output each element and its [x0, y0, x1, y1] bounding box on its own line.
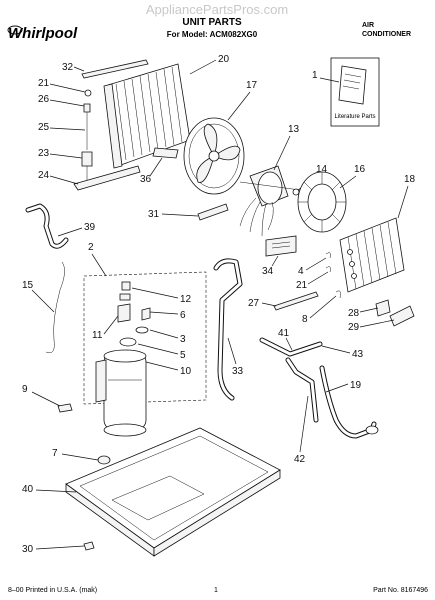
model-label: For Model: ACM082XG0 — [167, 30, 258, 39]
whirlpool-logo: Whirlpool — [7, 25, 78, 42]
callout-9: 9 — [22, 384, 28, 395]
watermark: AppliancePartsPros.com — [146, 2, 288, 17]
callout-28: 28 — [348, 308, 360, 319]
callout-5: 5 — [180, 350, 186, 361]
callout-43: 43 — [352, 349, 364, 360]
bracket-29 — [389, 305, 415, 327]
callout-18: 18 — [404, 174, 416, 185]
print-info: 8–00 Printed in U.S.A. (mak) — [8, 587, 97, 594]
sheet-title: UNIT PARTS — [182, 17, 242, 28]
callout-20: 20 — [218, 54, 230, 65]
callout-42: 42 — [294, 454, 306, 465]
thermistor — [273, 291, 319, 311]
callout-1: 1 — [312, 70, 318, 81]
callout-6: 6 — [180, 310, 186, 321]
callout-10: 10 — [180, 366, 192, 377]
callout-39: 39 — [84, 222, 96, 233]
callout-30: 30 — [22, 544, 34, 555]
category-line-1: AIR — [362, 22, 374, 29]
condenser-coil — [103, 63, 191, 169]
fan-bracket — [152, 147, 179, 159]
callout-41: 41 — [278, 328, 290, 339]
compressor-group-box — [83, 271, 207, 405]
callout-34: 34 — [262, 266, 274, 277]
callout-23: 23 — [38, 148, 50, 159]
callout-31: 31 — [148, 209, 160, 220]
blower-wheel — [297, 171, 347, 233]
callout-21-top: 21 — [38, 78, 50, 89]
page-number: 1 — [214, 587, 218, 594]
part-number: Part No. 8167496 — [373, 587, 428, 594]
callout-21-mid: 21 — [296, 280, 308, 291]
terminal-clip — [57, 403, 73, 413]
callout-40: 40 — [22, 484, 34, 495]
coil-top-strip — [81, 59, 149, 79]
callout-12: 12 — [180, 294, 192, 305]
callout-16: 16 — [354, 164, 366, 175]
brand-name: Whirlpool — [8, 25, 78, 42]
callout-13: 13 — [288, 124, 300, 135]
compressor-small-parts — [117, 281, 151, 347]
callout-19: 19 — [350, 380, 362, 391]
condenser-fan-blade — [183, 117, 245, 195]
callout-33: 33 — [232, 366, 244, 377]
callout-26: 26 — [38, 94, 50, 105]
callout-7: 7 — [52, 448, 58, 459]
grommet — [97, 455, 111, 465]
control-board — [265, 235, 297, 257]
base-screw — [83, 541, 95, 551]
clip-8 — [335, 290, 341, 299]
callout-29: 29 — [348, 322, 360, 333]
compressor — [95, 349, 147, 437]
callout-15: 15 — [22, 280, 34, 291]
callout-24: 24 — [38, 170, 50, 181]
callout-8: 8 — [302, 314, 308, 325]
callout-17: 17 — [246, 80, 258, 91]
base-pan — [65, 427, 281, 557]
bracket-28 — [375, 299, 391, 317]
callout-32: 32 — [62, 62, 74, 73]
callout-3: 3 — [180, 334, 186, 345]
callout-25: 25 — [38, 122, 50, 133]
callout-27: 27 — [248, 298, 260, 309]
capillary-fittings — [73, 89, 141, 191]
literature-label: Literature Parts — [334, 114, 375, 120]
callout-2: 2 — [88, 242, 94, 253]
callout-4: 4 — [298, 266, 304, 277]
callout-14: 14 — [316, 164, 328, 175]
callout-36: 36 — [140, 174, 152, 185]
coil-clips — [325, 252, 331, 273]
category-line-2: CONDITIONER — [362, 31, 411, 38]
power-cord — [45, 261, 65, 353]
callout-11: 11 — [92, 330, 103, 341]
evaporator-coil — [339, 217, 405, 293]
shaft-extension — [197, 203, 229, 221]
fan-motor — [239, 165, 301, 237]
literature-parts: Literature Parts — [330, 57, 380, 127]
